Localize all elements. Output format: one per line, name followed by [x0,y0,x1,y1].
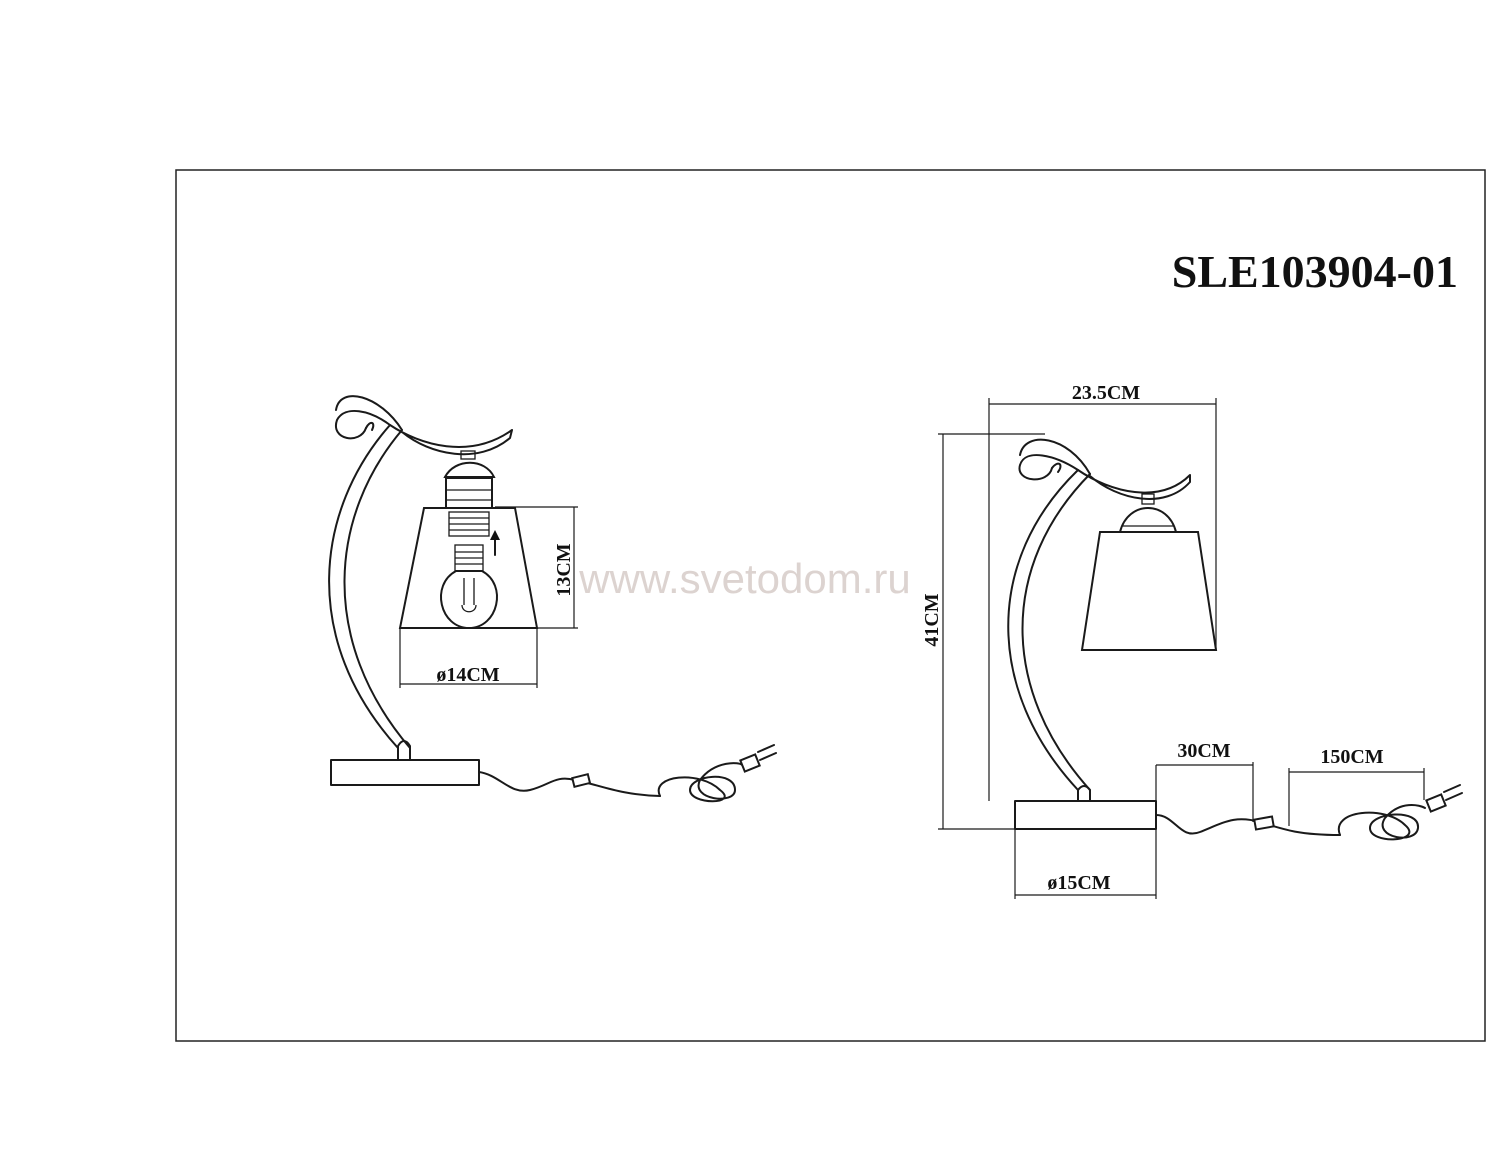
left-power-cord [478,771,661,797]
left-lamp-cap-top [460,450,476,460]
dim-total-width: 23.5CM [1072,382,1140,404]
dim-shade-diameter: ø14CM [436,664,499,686]
left-arm-outer [328,424,399,749]
left-lamp-drawing: 13CM ø14CM [328,395,777,803]
right-lamp-base [1014,800,1157,830]
plug-icon [1425,784,1463,813]
left-cord-coil [657,762,743,803]
dim-base-diameter: ø15CM [1047,872,1110,894]
right-cord-coil [1337,804,1426,841]
plug-icon [739,744,777,773]
watermark: www.svetodom.ru [578,555,910,602]
right-lamp-cap [1118,507,1178,533]
left-lamp-cap [443,461,496,478]
left-glass-shade [398,507,539,629]
right-arm-outer [1007,469,1079,791]
right-hanger [1141,493,1155,505]
switch-icon [571,772,592,788]
bulb-icon [440,544,498,629]
dim-cord-to-switch: 30CM [1177,740,1230,762]
switch-icon [1253,815,1275,831]
left-arm-scroll [334,395,513,456]
dim-switch-to-plug: 150CM [1320,746,1383,768]
left-lamp-base [330,759,480,786]
dim-total-height: 41CM [921,593,943,646]
left-arm-stub [397,740,411,761]
dim-shade-height: 13CM [553,543,575,596]
right-lamp-drawing: 23.5CM 41CM ø15CM 30CM 150CM [921,382,1463,899]
drawing-frame [175,169,1486,1042]
left-socket [445,477,493,509]
arrow-up-icon [490,530,500,556]
right-scroll-curl [1051,462,1062,473]
left-arm-inner [343,429,411,749]
right-arm-inner [1021,473,1091,791]
right-glass-shade [1080,531,1218,651]
right-arm-scroll [1018,438,1191,500]
right-power-cord [1155,814,1341,836]
model-title: SLE103904-01 [1172,246,1458,297]
left-scroll-curl [365,422,375,431]
